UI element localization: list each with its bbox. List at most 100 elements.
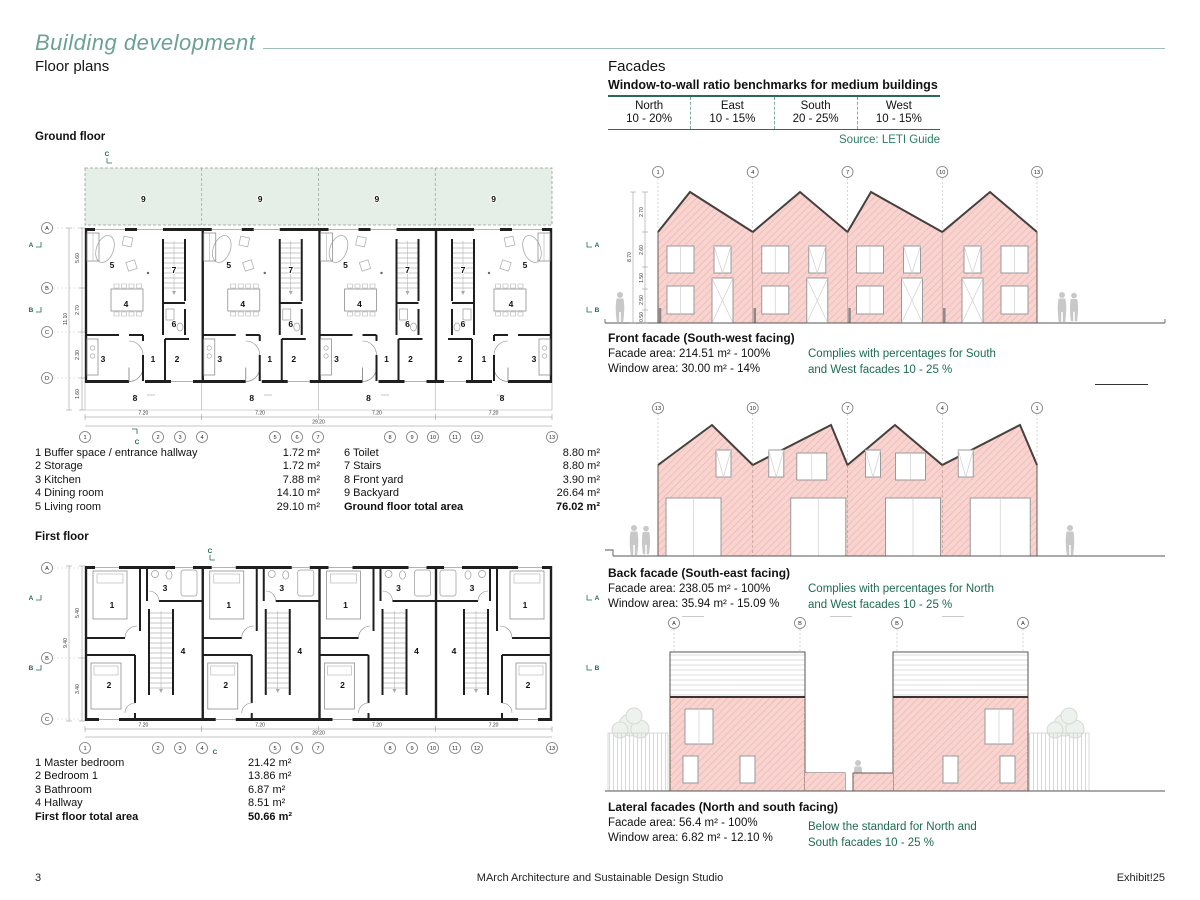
svg-text:B: B	[29, 307, 34, 314]
svg-text:8: 8	[249, 393, 254, 403]
svg-text:B: B	[798, 621, 802, 627]
svg-text:6: 6	[461, 319, 466, 329]
svg-text:1.60: 1.60	[75, 389, 81, 399]
svg-text:A: A	[1021, 621, 1025, 627]
svg-text:B: B	[29, 665, 34, 672]
benchmark-cell-north: North 10 - 20%	[626, 100, 673, 125]
svg-text:5: 5	[273, 746, 276, 752]
title-rule	[263, 47, 1165, 49]
dash-mark	[682, 616, 704, 617]
svg-text:1: 1	[1035, 406, 1038, 412]
svg-text:7.20: 7.20	[255, 723, 265, 729]
svg-text:1.50: 1.50	[639, 273, 645, 283]
svg-text:1: 1	[656, 170, 659, 176]
svg-text:7: 7	[316, 746, 319, 752]
first-total-area: 50.66 m²	[248, 810, 293, 823]
svg-text:7.20: 7.20	[139, 723, 149, 729]
back-facade-window: Window area: 35.94 m² - 15.09 %	[608, 598, 780, 610]
svg-text:7.20: 7.20	[139, 411, 149, 417]
svg-text:6: 6	[172, 319, 177, 329]
backyard-strip	[84, 167, 553, 226]
svg-text:2: 2	[175, 354, 180, 364]
svg-text:9: 9	[491, 194, 496, 204]
divider-line	[1095, 384, 1148, 385]
svg-text:1: 1	[83, 435, 86, 441]
svg-text:9: 9	[141, 194, 146, 204]
svg-text:2: 2	[223, 680, 228, 690]
benchmark-table: Window-to-wall ratio benchmarks for medi…	[608, 78, 940, 146]
svg-text:3: 3	[532, 354, 537, 364]
svg-text:8: 8	[366, 393, 371, 403]
svg-text:4: 4	[751, 170, 754, 176]
right-lateral	[852, 651, 1090, 792]
front-facade-openings	[658, 245, 1029, 324]
svg-text:4: 4	[297, 646, 302, 656]
svg-text:B: B	[45, 286, 49, 292]
svg-text:5.40: 5.40	[75, 608, 81, 618]
svg-text:1: 1	[83, 746, 86, 752]
svg-text:1: 1	[151, 354, 156, 364]
first-dimensions: 7.20 7.20 7.20 7.20 29.20 9.40 5.40 3.40	[63, 565, 553, 738]
svg-text:5: 5	[273, 435, 276, 441]
svg-text:6: 6	[405, 319, 410, 329]
svg-text:3: 3	[178, 746, 181, 752]
back-facade-area: Facade area: 238.05 m² - 100%	[608, 582, 771, 595]
svg-text:2: 2	[291, 354, 296, 364]
svg-text:4: 4	[200, 746, 203, 752]
svg-text:10: 10	[430, 746, 436, 752]
svg-text:A: A	[45, 226, 49, 232]
first-section-markers: C C A B A B	[29, 548, 600, 755]
svg-text:2: 2	[156, 746, 159, 752]
front-facade-area: Facade area: 214.51 m² - 100%	[608, 347, 771, 360]
svg-text:7.20: 7.20	[372, 723, 382, 729]
svg-text:9: 9	[258, 194, 263, 204]
svg-text:A: A	[45, 566, 49, 572]
lateral-facades-title: Lateral facades (North and south facing)	[608, 800, 839, 814]
svg-text:3: 3	[279, 583, 284, 593]
svg-text:2.50: 2.50	[639, 295, 645, 305]
svg-text:4: 4	[414, 646, 419, 656]
svg-text:A: A	[672, 621, 676, 627]
svg-text:2: 2	[340, 680, 345, 690]
front-facade-note: Complies with percentages for South and …	[808, 348, 996, 376]
dash-mark	[942, 616, 964, 617]
svg-text:6: 6	[295, 746, 298, 752]
svg-text:A: A	[29, 595, 34, 602]
svg-text:2: 2	[408, 354, 413, 364]
svg-text:7: 7	[316, 435, 319, 441]
svg-text:2.70: 2.70	[639, 207, 645, 217]
svg-text:4: 4	[357, 299, 362, 309]
svg-text:B: B	[595, 307, 600, 314]
svg-text:3: 3	[396, 583, 401, 593]
svg-text:3: 3	[163, 583, 168, 593]
svg-text:2.30: 2.30	[75, 350, 81, 360]
floor-plans-heading: Floor plans	[35, 58, 110, 75]
svg-text:2.70: 2.70	[75, 305, 81, 315]
facades-heading: Facades	[608, 58, 666, 75]
ground-grid-letters: A B C D	[41, 222, 79, 384]
svg-text:11.10: 11.10	[63, 313, 69, 325]
first-grid-bubbles: 1 2 3 4 5 6 7 8 9 10 11 12 13	[79, 742, 558, 754]
svg-text:2: 2	[156, 435, 159, 441]
svg-text:1: 1	[482, 354, 487, 364]
front-facade-caption: Front facade (South-west facing) Facade …	[608, 331, 795, 378]
lateral-facades-window: Window area: 6.82 m² - 12.10 %	[608, 832, 773, 844]
svg-text:1: 1	[343, 600, 348, 610]
ground-grid-bubbles: 1 2 3 4 5 6 7 8 9 10 11 12 13	[79, 431, 558, 443]
svg-text:4: 4	[509, 299, 514, 309]
svg-text:13: 13	[549, 435, 555, 441]
benchmark-source: Source: LETI Guide	[839, 134, 940, 146]
back-facade-caption: Back facade (South-east facing) Facade a…	[608, 566, 790, 613]
svg-text:B: B	[595, 665, 600, 672]
svg-text:13: 13	[1034, 170, 1040, 176]
svg-text:9: 9	[410, 746, 413, 752]
svg-text:5: 5	[226, 260, 231, 270]
svg-text:7: 7	[461, 265, 466, 275]
svg-text:C: C	[105, 151, 110, 158]
benchmark-grid: North 10 - 20% East 10 - 15% South 20 - …	[608, 97, 940, 130]
